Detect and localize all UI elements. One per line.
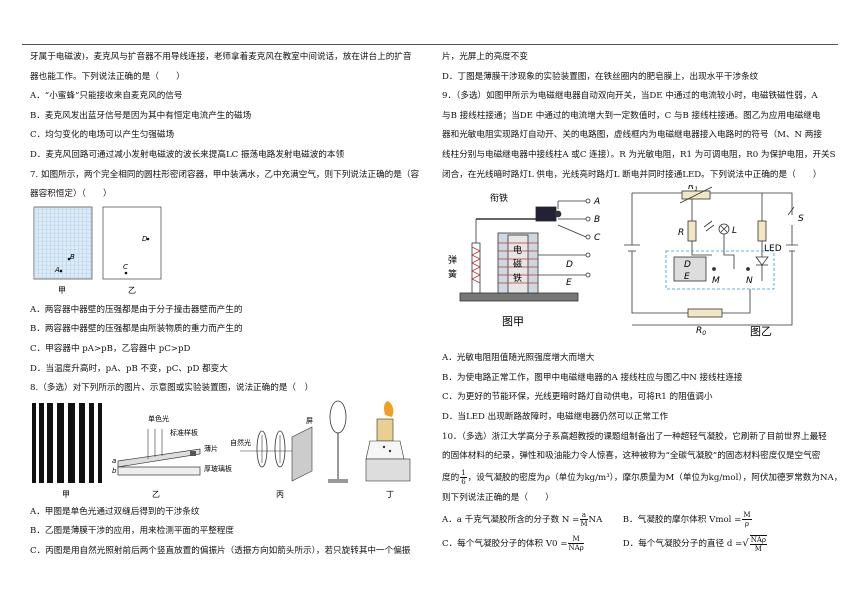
q10-stem-line-2: 的固体材料的纪录，弹性和吸油能力令人惊喜，这种被称为“全碳气凝胶”的固态材料密度… [442,451,821,462]
relay-C: C [594,233,601,243]
q8-option-c: C．丙图是用自然光照射前后两个竖直放置的偏振片（透振方向如箭头所示），若只旋转其… [30,545,411,556]
spring-label-1: 弹 [448,254,457,266]
header-rule [22,44,838,45]
q6-option-b: B．麦克风发出蓝牙信号是因为其中有恒定电流产生的磁场 [30,110,252,121]
core-label-3: 铁 [513,272,522,284]
core-label-1: 电 [513,244,522,256]
q7-stem-line-1: 7. 如图所示，两个完全相同的圆柱形密闭容器，甲中装满水，乙中充满空气，则下列说… [30,169,420,180]
label-mono: 单色光 [148,414,169,423]
q8-diagrams: 甲 单色光 标准样板 薄片 厚玻璃板 a b 乙 [32,400,411,499]
led-label: LED [764,244,782,254]
label-a8: a [112,457,116,465]
q9-stem-line-4: 线柱分别与电磁继电器中接线柱A 或C 连接）。R 为光敏电阻，R1 为可调电阻，… [442,149,836,160]
q8-option-a: A．甲图是单色光通过双缝后得到的干涉条纹 [30,506,200,517]
caption-yi: 乙 [128,286,136,295]
r-label: R [678,228,684,238]
q8-figure: 甲 单色光 标准样板 薄片 厚玻璃板 a b 乙 [30,399,423,503]
polarizer-setup: 自然光 屏 [230,417,313,482]
q9-stem-line-2: 与B 接线柱接通；当DE 中通过的电流增大到一定数值时，C 与B 接线柱接通。图… [442,110,821,121]
q6-option-d: D．麦克风回路可通过减小发射电磁波的波长来提高LC 振荡电路发射电磁波的本领 [30,149,345,160]
right-column: 片，光屏上的亮度不变 D．丁图是薄膜干涉现象的实验装置图，在铁丝圈内的肥皂膜上，… [442,48,842,556]
q6-option-a: A．“小蜜蜂”只能接收来自麦克风的信号 [30,91,183,102]
q8-c-continued: 片，光屏上的亮度不变 [442,52,528,62]
relay-diagram [459,198,591,302]
switch-label: S [798,214,804,224]
q7-option-d: D．当温度升高时，pA、pB 不变，pC、pD 都变大 [30,363,228,374]
armature-label: 衔铁 [490,192,508,204]
q8-option-d: D．丁图是薄膜干涉现象的实验装置图，在铁丝圈内的肥皂膜上，出现水平干涉条纹 [442,71,759,82]
q9-stem-line-1: 9．（多选）如图甲所示为电磁继电器自动双向开关，当DE 中通过的电流较小时，电磁… [442,91,818,102]
caption-tu-jia: 图甲 [502,315,524,328]
label-thin: 薄片 [204,444,218,453]
caption-tu-yi: 图乙 [750,325,772,338]
q7-figure: B A D C 甲 乙 [30,205,423,301]
caption-bing: 丙 [276,490,284,499]
q10-stem-line-1: 10．（多选）浙江大学高分子系高超教授的课题组制备出了一种超轻气凝胶，它刷新了目… [442,431,827,442]
spring-label-2: 簧 [448,268,457,280]
q9-stem-line-3: 器和光敏电阻实现路灯自动开、关的电路图，虚线框内为电磁继电器接入电路时的符号（M… [442,130,822,141]
label-a: A [54,266,60,274]
q9-figure: A B C D E 衔铁 弹 簧 电 磁 铁 图甲 [442,182,842,349]
q9-stem-line-5: 闭合，在光线暗时路灯L 供电，光线亮时路灯L 断电并同时接通LED。下列说法中正… [442,169,822,180]
left-column: 牙属于电磁波)，麦克风与扩音器不用导线连接，老师拿着麦克风在教室中间说话，放在讲… [30,48,423,562]
street-light-circuit [624,186,798,326]
q7-option-a: A．两容器中器壁的压强都是由于分子撞击器壁而产生的 [30,304,243,315]
q9-option-b: B．为使电路正常工作，图甲中电磁继电器的A 接线柱应与图乙中N 接线柱连接 [442,372,743,383]
q10-stem-line-4: 则下列说法正确的是（ ） [442,492,554,503]
q9-option-d: D．当LED 出现断路故障时，电磁继电器仍然可以正常工作 [442,411,669,422]
q9-option-a: A．光敏电阻阻值随光照强度增大而增大 [442,353,595,364]
q9-option-c: C．为更好的节能环保，光线更暗时路灯自动供电，可将R1 的阻值调小 [442,392,713,403]
label-thick: 厚玻璃板 [204,464,232,473]
label-d: D [142,235,148,243]
q7-option-b: B．两容器中器壁的压强都是由所装物质的重力而产生的 [30,324,243,335]
label-natural: 自然光 [230,438,251,447]
container-yi [102,206,162,280]
label-b: B [70,253,75,261]
q6-tail-line-1: 牙属于电磁波)，麦克风与扩音器不用导线连接，老师拿着麦克风在教室中间说话，放在讲… [30,52,412,62]
q7-stem-line-2: 器容积恒定）（ ） [30,189,112,200]
q7-option-c: C．甲容器中 pA>pB，乙容器中 pC>pD [30,343,191,354]
q6-tail-line-2: 器也能工作。下列说法正确的是（ ） [30,71,185,82]
caption-jia-8: 甲 [62,490,70,499]
q9-diagrams: A B C D E 衔铁 弹 簧 电 磁 铁 图甲 [448,182,804,338]
label-screen: 屏 [306,417,313,425]
relay-e-label: E [684,272,690,282]
relay-A: A [593,197,600,207]
interference-fringes [32,402,102,483]
soap-film-setup [328,400,411,483]
q7-containers-diagram: B A D C 甲 乙 [33,206,162,295]
label-c: C [123,263,128,271]
r1-label: R1 [688,185,698,193]
relay-n-label: N [746,276,753,286]
label-b8: b [112,467,117,475]
q8-option-b: B．乙图是薄膜干涉的应用，用来检测平面的平整程度 [30,526,234,537]
core-label-2: 磁 [513,258,522,270]
relay-D: D [566,260,573,270]
caption-yi-8: 乙 [152,490,160,499]
q6-option-c: C．均匀变化的电场可以产生匀强磁场 [30,130,175,141]
q8-stem: 8.（多选）对下列所示的图片、示意图或实验装置图，说法正确的是（ ） [30,383,314,394]
r0-label: R0 [696,326,706,337]
thin-film-setup: 单色光 标准样板 薄片 厚玻璃板 a b [112,414,232,476]
relay-d-label: D [684,260,691,270]
relay-E: E [566,278,572,288]
relay-B: B [594,215,600,225]
lamp-label: L [732,226,737,236]
relay-m-label: M [712,276,720,286]
label-std: 标准样板 [170,428,198,437]
caption-ding: 丁 [386,490,394,499]
caption-jia: 甲 [58,286,66,295]
